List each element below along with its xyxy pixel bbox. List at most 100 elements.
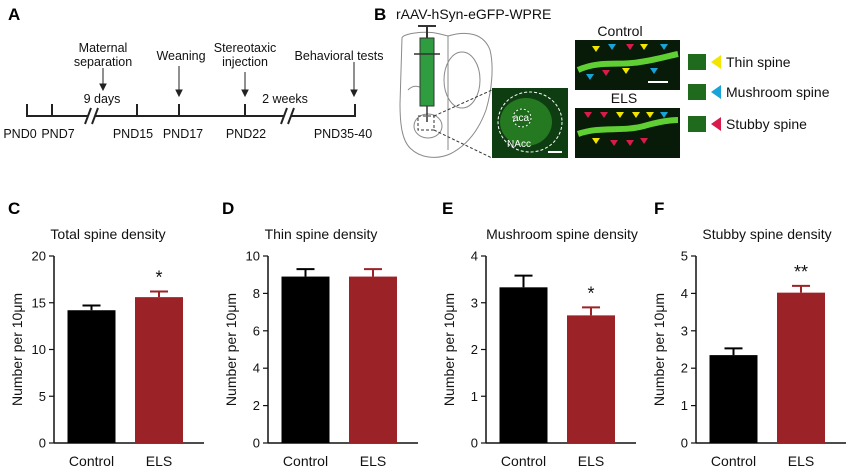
category-label: Control: [711, 453, 756, 469]
spine-legend: Thin spine Mushroom spine Stubby spine: [688, 54, 830, 132]
y-tick-label: 2: [253, 398, 260, 413]
stubby-spine-thumbnail: [688, 116, 706, 132]
chart-title: Mushroom spine density: [486, 226, 638, 242]
brain-region: [443, 51, 481, 109]
label-stereotaxic: Stereotaxic: [214, 41, 277, 55]
arrow-icon: [350, 89, 358, 98]
y-tick-label: 6: [253, 323, 260, 338]
bar-els: [567, 315, 615, 443]
bar-control: [281, 276, 330, 443]
y-tick-label: 20: [32, 249, 46, 264]
label-pnd0: PND0: [3, 127, 36, 141]
y-tick-label: 3: [681, 323, 688, 338]
panel-label-d: D: [222, 199, 234, 218]
label-pnd35-40: PND35-40: [314, 127, 372, 141]
y-tick-label: 15: [32, 295, 46, 310]
bar-els: [777, 292, 825, 443]
label-pnd7: PND7: [41, 127, 74, 141]
label-weaning: Weaning: [156, 49, 205, 63]
y-axis-label: Number per 10μm: [223, 293, 239, 406]
category-label: ELS: [146, 453, 172, 469]
y-tick-label: 10: [32, 342, 46, 357]
panel-label-e: E: [442, 199, 453, 218]
panel-label-f: F: [654, 199, 664, 218]
thin-spine-thumbnail: [688, 54, 706, 70]
chart-title: Total spine density: [50, 226, 165, 242]
break-mark: [84, 107, 92, 125]
timeline-arrows: [99, 62, 358, 98]
label-pnd22: PND22: [226, 127, 266, 141]
break-mark: [280, 107, 288, 125]
panel-label-c: C: [8, 199, 20, 218]
zoom-line: [433, 129, 493, 159]
zoom-box: [417, 115, 435, 131]
significance-marker: *: [587, 283, 594, 303]
bar-els: [135, 297, 183, 443]
legend-stubby: Stubby spine: [726, 116, 807, 132]
thin-spine-arrow-icon: [711, 55, 721, 69]
break-mark: [91, 107, 99, 125]
y-tick-label: 0: [39, 436, 46, 451]
brain-outline: [399, 31, 493, 158]
label-maternal: Maternal: [79, 41, 128, 55]
y-tick-label: 4: [471, 249, 478, 264]
label-nine-days: 9 days: [84, 92, 121, 106]
syringe-icon: [414, 25, 440, 122]
y-axis-label: Number per 10μm: [441, 293, 457, 406]
y-tick-label: 0: [681, 436, 688, 451]
label-nacc: NAcc: [507, 139, 531, 150]
category-label: Control: [501, 453, 546, 469]
stubby-spine-arrow-icon: [711, 117, 721, 131]
control-dendrite-image: [575, 40, 680, 90]
category-label: ELS: [578, 453, 604, 469]
bar-control: [67, 310, 116, 443]
bar-els: [349, 276, 397, 443]
legend-mushroom: Mushroom spine: [726, 84, 830, 100]
y-tick-label: 4: [253, 361, 260, 376]
arrow-icon: [175, 89, 183, 98]
category-label: Control: [283, 453, 328, 469]
category-label: Control: [69, 453, 114, 469]
label-two-weeks: 2 weeks: [262, 92, 308, 106]
y-tick-label: 2: [681, 361, 688, 376]
y-tick-label: 2: [471, 342, 478, 357]
significance-marker: *: [155, 268, 162, 288]
y-axis-label: Number per 10μm: [9, 293, 25, 406]
y-tick-label: 8: [253, 286, 260, 301]
mushroom-spine-arrow-icon: [711, 85, 721, 99]
category-label: ELS: [788, 453, 814, 469]
y-tick-label: 1: [681, 398, 688, 413]
label-injection: injection: [222, 55, 268, 69]
label-els-image: ELS: [611, 90, 637, 106]
y-tick-label: 5: [39, 389, 46, 404]
nacc-micrograph: [492, 88, 568, 158]
mushroom-spine-thumbnail: [688, 84, 706, 100]
label-control-image: Control: [597, 23, 642, 39]
label-pnd17: PND17: [163, 127, 203, 141]
category-label: ELS: [360, 453, 386, 469]
arrow-icon: [241, 89, 249, 98]
bar-control: [499, 287, 548, 443]
y-axis-label: Number per 10μm: [651, 293, 667, 406]
chart-title: Stubby spine density: [702, 226, 831, 242]
y-tick-label: 0: [471, 436, 478, 451]
significance-marker: **: [794, 262, 808, 282]
y-tick-label: 5: [681, 249, 688, 264]
panel-label-b: B: [374, 5, 386, 24]
label-behavioral-tests: Behavioral tests: [295, 49, 384, 63]
label-pnd15: PND15: [113, 127, 153, 141]
y-tick-label: 3: [471, 295, 478, 310]
panel-label-a: A: [8, 5, 20, 24]
els-dendrite-image: [575, 108, 680, 158]
legend-thin: Thin spine: [726, 54, 791, 70]
arrow-icon: [99, 83, 107, 92]
y-tick-label: 0: [253, 436, 260, 451]
label-separation: separation: [74, 55, 132, 69]
chart-title: Thin spine density: [265, 226, 378, 242]
zoom-line: [433, 89, 493, 117]
